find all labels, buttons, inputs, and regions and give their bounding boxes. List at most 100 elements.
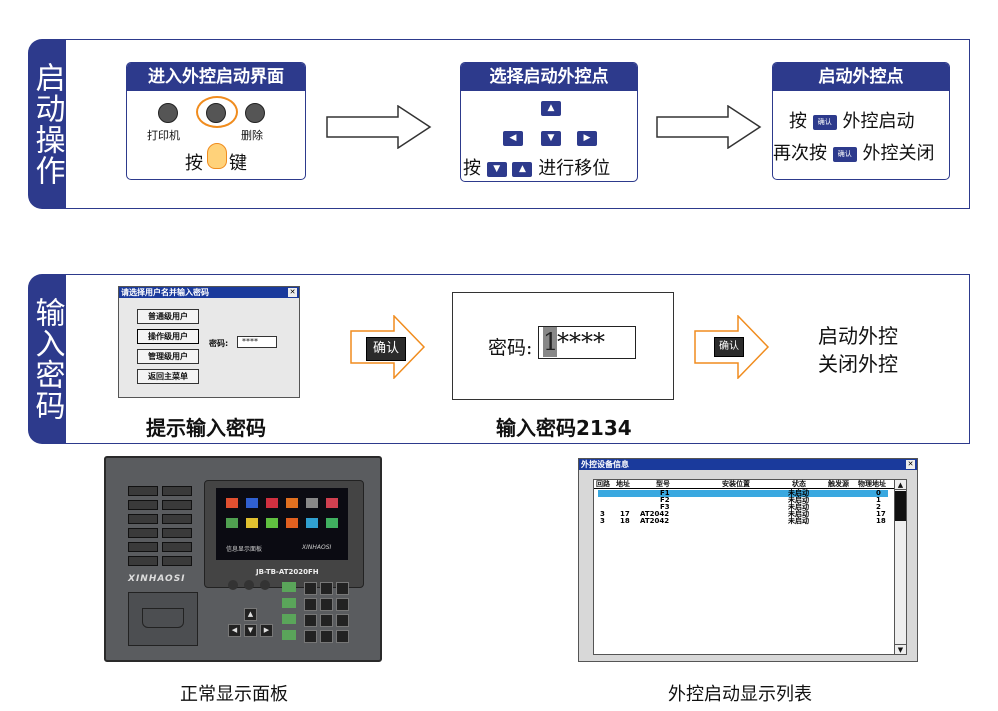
function-key[interactable] bbox=[282, 598, 296, 608]
table-row[interactable]: F2 未启动 1 bbox=[598, 497, 888, 504]
cell-state: 未启动 bbox=[788, 489, 809, 497]
move-instruction: 按 ▼ ▲ 进行移位 bbox=[463, 154, 610, 180]
indicator-led bbox=[128, 556, 158, 566]
printer-slot bbox=[128, 592, 198, 646]
list-window: 外控设备信息 ✕ 回路 地址 型号 安装位置 状态 触发源 物理地址 F1 未启动… bbox=[578, 458, 918, 662]
app-icon bbox=[226, 498, 238, 508]
indicator-led bbox=[162, 486, 192, 496]
cell-addr: 17 bbox=[620, 510, 630, 518]
round-key[interactable] bbox=[260, 580, 270, 590]
right-arrow-key[interactable]: ▶ bbox=[260, 624, 273, 637]
table-row[interactable]: F1 未启动 0 bbox=[598, 490, 888, 497]
printer-label: 打印机 bbox=[147, 129, 180, 142]
step3-card: 启动外控点 按 确认 外控启动 再次按 确认 外控关闭 bbox=[772, 62, 950, 180]
col-model: 型号 bbox=[656, 480, 670, 488]
number-key[interactable] bbox=[320, 598, 333, 611]
device-model: JB-TB-AT2020FH bbox=[256, 568, 319, 576]
indicator-led bbox=[162, 556, 192, 566]
number-key[interactable] bbox=[336, 598, 349, 611]
delete-label: 删除 bbox=[241, 129, 263, 142]
scroll-up-icon[interactable]: ▲ bbox=[895, 480, 906, 490]
col-loop: 回路 bbox=[596, 480, 610, 488]
round-key[interactable] bbox=[244, 580, 254, 590]
right-arrow-icon bbox=[326, 105, 432, 149]
app-icon bbox=[246, 498, 258, 508]
close-icon-2[interactable]: ✕ bbox=[906, 460, 915, 469]
table-row[interactable]: 3 17 AT2042 未启动 17 bbox=[598, 511, 888, 518]
cell-addr: 18 bbox=[620, 517, 630, 525]
list-caption: 外控启动显示列表 bbox=[668, 684, 812, 705]
cell-state: 未启动 bbox=[788, 510, 809, 518]
number-key[interactable] bbox=[320, 630, 333, 643]
function-key[interactable] bbox=[282, 582, 296, 592]
number-key[interactable] bbox=[336, 630, 349, 643]
app-icon bbox=[306, 498, 318, 508]
round-key[interactable] bbox=[228, 580, 238, 590]
scrollbar[interactable]: ▲ ▼ bbox=[894, 480, 906, 654]
scroll-down-icon[interactable]: ▼ bbox=[895, 644, 906, 654]
login-btn-operator[interactable]: 操作级用户 bbox=[137, 329, 199, 344]
number-key[interactable] bbox=[304, 582, 317, 595]
section-tab-pwd: 输入密码 bbox=[28, 274, 66, 444]
number-key[interactable] bbox=[336, 582, 349, 595]
function-key[interactable] bbox=[282, 630, 296, 640]
function-key[interactable] bbox=[282, 614, 296, 624]
login-window-title: 请选择用户名并输入密码 bbox=[121, 288, 209, 297]
down-key-icon: ▼ bbox=[541, 131, 561, 146]
up-arrow-key[interactable]: ▲ bbox=[244, 608, 257, 621]
cell-model: AT2042 bbox=[640, 510, 670, 518]
table-row[interactable]: F3 未启动 2 bbox=[598, 504, 888, 511]
stop-press-suffix: 外控关闭 bbox=[862, 143, 935, 164]
device-panel: XINHAOSI 信息显示面板 XINHAOSI JB-TB-AT2020FH … bbox=[104, 456, 382, 662]
pwd-entry-caption: 输入密码2134 bbox=[496, 416, 632, 440]
login-btn-back[interactable]: 返回主菜单 bbox=[137, 369, 199, 384]
move-press-prefix: 按 bbox=[463, 158, 481, 179]
number-key[interactable] bbox=[304, 630, 317, 643]
pwd-entry-label: 密码: bbox=[488, 337, 533, 359]
down-arrow-key[interactable]: ▼ bbox=[244, 624, 257, 637]
screen-brand: XINHAOSI bbox=[302, 544, 332, 551]
login-pwd-field[interactable]: **** bbox=[237, 336, 277, 348]
cell-model: F2 bbox=[660, 496, 670, 504]
printer-tray bbox=[142, 608, 184, 628]
app-icon bbox=[266, 498, 278, 508]
left-key-icon: ◀ bbox=[503, 131, 523, 146]
cell-phys: 1 bbox=[876, 496, 881, 504]
scroll-thumb[interactable] bbox=[895, 491, 906, 521]
col-addr: 地址 bbox=[616, 480, 630, 488]
step2-card: 选择启动外控点 ▲ ◀ ▼ ▶ 按 ▼ ▲ 进行移位 bbox=[460, 62, 638, 182]
list-header: 回路 地址 型号 安装位置 状态 触发源 物理地址 bbox=[594, 480, 906, 489]
table-row[interactable]: 3 18 AT2042 未启动 18 bbox=[598, 518, 888, 525]
number-key[interactable] bbox=[304, 614, 317, 627]
cell-model: F3 bbox=[660, 503, 670, 511]
cell-model: F1 bbox=[660, 489, 670, 497]
screen-status-text: 信息显示面板 bbox=[226, 546, 263, 553]
start-press-prefix: 按 bbox=[789, 111, 807, 132]
list-window-title: 外控设备信息 bbox=[581, 460, 629, 469]
left-arrow-key[interactable]: ◀ bbox=[228, 624, 241, 637]
number-key[interactable] bbox=[304, 598, 317, 611]
press-key-prefix: 按 bbox=[185, 153, 203, 174]
app-icon bbox=[306, 518, 318, 528]
login-btn-admin[interactable]: 管理级用户 bbox=[137, 349, 199, 364]
app-icon bbox=[326, 518, 338, 528]
delete-key-icon bbox=[245, 103, 265, 123]
app-icon bbox=[286, 518, 298, 528]
cell-loop: 3 bbox=[600, 510, 605, 518]
number-key[interactable] bbox=[320, 582, 333, 595]
login-btn-normal[interactable]: 普通级用户 bbox=[137, 309, 199, 324]
pwd-entry-field[interactable]: 1**** bbox=[538, 326, 636, 359]
cell-state: 未启动 bbox=[788, 517, 809, 525]
confirm-key-2: 确认 bbox=[714, 337, 744, 357]
move-press-suffix: 进行移位 bbox=[538, 158, 611, 179]
stop-instruction: 再次按 确认 外控关闭 bbox=[773, 139, 934, 165]
close-icon[interactable]: ✕ bbox=[288, 288, 297, 297]
cell-loop: 3 bbox=[600, 517, 605, 525]
number-key[interactable] bbox=[336, 614, 349, 627]
number-key[interactable] bbox=[320, 614, 333, 627]
cell-phys: 0 bbox=[876, 489, 881, 497]
list-window-titlebar: 外控设备信息 ✕ bbox=[579, 459, 917, 470]
step1-title: 进入外控启动界面 bbox=[127, 63, 305, 91]
col-state: 状态 bbox=[792, 480, 806, 488]
app-icon bbox=[246, 518, 258, 528]
